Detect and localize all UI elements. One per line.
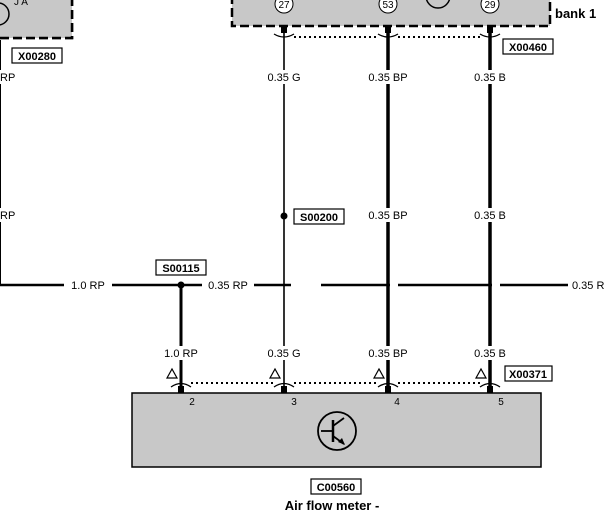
gap (390, 279, 398, 291)
wire-label-b-mid: 0.35 B (474, 210, 506, 222)
label-bg (262, 346, 306, 360)
wire-label-h-mid: 0.35 RP (208, 280, 248, 292)
connector-box-x00280 (11, 47, 63, 64)
triangle-icon (372, 367, 386, 379)
connector-box-x00371 (504, 365, 553, 382)
connector-s00115: S00115 (162, 263, 199, 275)
triangle-icon (165, 367, 179, 379)
connector-c00560: C00560 (317, 482, 356, 494)
splice-s00115-dot (177, 281, 185, 289)
bottom-connector-row (165, 367, 501, 393)
top-left-partial-label: J A (14, 0, 28, 8)
label-bg (568, 278, 609, 292)
connector-x00371: X00371 (509, 369, 547, 381)
wire-label-left-mid: RP (0, 210, 15, 222)
label-bg (470, 346, 510, 360)
wire-label-s115-down: 1.0 RP (164, 348, 198, 360)
ecu-pin-29: 29 (480, 0, 500, 14)
label-bg (64, 278, 112, 292)
connector-box-c00560 (310, 478, 362, 495)
label-bg (202, 278, 254, 292)
connector-box-s00115 (155, 259, 207, 276)
label-bg (0, 208, 22, 222)
partial-circle-icon (0, 2, 10, 26)
transistor-icon (317, 411, 357, 451)
connector-box-s00200 (293, 208, 345, 225)
label-bg (157, 346, 205, 360)
label-bg (364, 208, 412, 222)
label-bg (0, 70, 22, 84)
air-flow-meter-component (131, 392, 542, 468)
wire-label-g-bottom: 0.35 G (267, 348, 300, 360)
label-bg (364, 346, 412, 360)
bank-label: bank 1 (555, 6, 596, 21)
ecu-symbol-icon (425, 0, 451, 9)
connector-s00200: S00200 (300, 212, 338, 224)
connector-box-x00460 (502, 38, 554, 55)
svg-text:29: 29 (484, 0, 496, 11)
wire-label-b-top: 0.35 B (474, 72, 506, 84)
meter-pin-4: 4 (394, 397, 400, 408)
wire-label-bp-mid: 0.35 BP (368, 210, 407, 222)
connector-x00460: X00460 (509, 42, 547, 54)
meter-pin-5: 5 (498, 397, 504, 408)
ecu-pin-27: 27 (274, 0, 294, 14)
label-bg (470, 208, 510, 222)
wire-label-g-top: 0.35 G (267, 72, 300, 84)
triangle-icon (268, 367, 282, 379)
wire-label-bp-top: 0.35 BP (368, 72, 407, 84)
label-bg (262, 70, 306, 84)
wire-label-h-left: 1.0 RP (71, 280, 105, 292)
label-bg (364, 70, 412, 84)
wire-label-h-right: 0.35 R (572, 280, 604, 292)
wire-label-left-top: RP (0, 72, 15, 84)
svg-text:27: 27 (278, 0, 290, 11)
gap (492, 279, 500, 291)
wire-label-bp-bottom: 0.35 BP (368, 348, 407, 360)
meter-pin-3: 3 (291, 397, 297, 408)
label-bg (470, 70, 510, 84)
meter-pin-2: 2 (189, 397, 195, 408)
connector-x00280: X00280 (18, 51, 56, 63)
gap (291, 279, 321, 291)
svg-text:53: 53 (382, 0, 394, 11)
ecu-pin-53: 53 (378, 0, 398, 14)
component-title: Air flow meter - (285, 498, 380, 513)
top-left-component: J A (0, 0, 74, 40)
triangle-icon (474, 367, 488, 379)
wire-label-b-bottom: 0.35 B (474, 348, 506, 360)
splice-s00200-dot (280, 212, 288, 220)
